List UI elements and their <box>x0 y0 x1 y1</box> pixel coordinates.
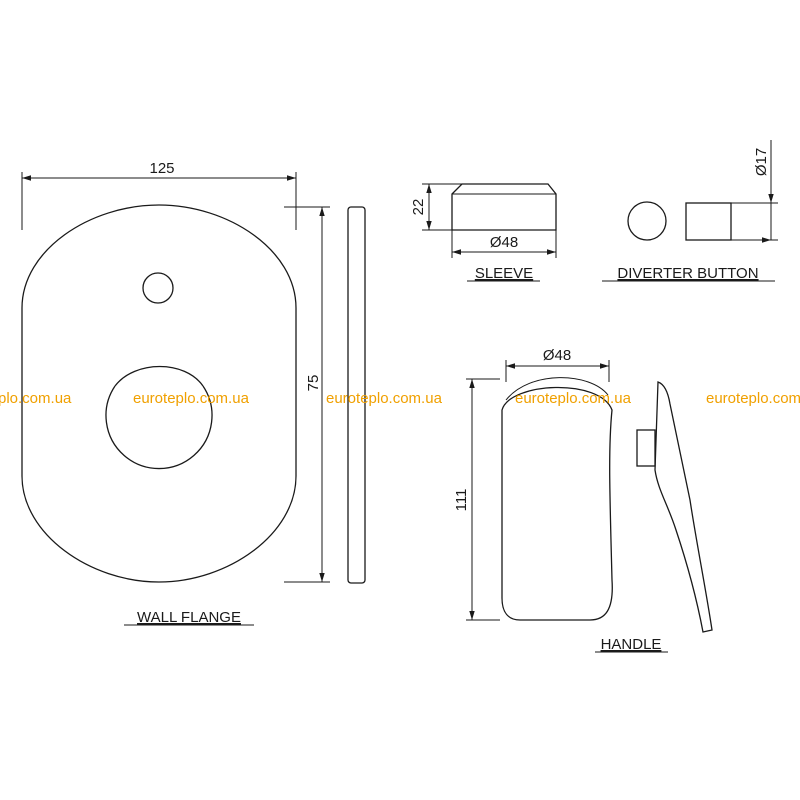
handle-top-detail <box>505 377 609 401</box>
sleeve-diameter-value: Ø48 <box>490 234 518 251</box>
diverter-button-front <box>627 201 667 241</box>
handle-side-view <box>654 381 713 633</box>
sleeve-group: 22 Ø48 SLEEVE <box>410 183 557 282</box>
watermark-text: euroteplo.com.ua <box>706 390 800 407</box>
handle-front-view <box>501 386 613 621</box>
wall-flange-label: WALL FLANGE <box>137 609 241 626</box>
flange-small-hole <box>142 272 174 304</box>
watermark-text: euroteplo.com.ua <box>515 390 632 407</box>
flange-height-value: 75 <box>305 375 322 392</box>
watermark-text: plo.com.ua <box>0 390 72 407</box>
sleeve-label: SLEEVE <box>475 265 533 282</box>
sleeve-height-value: 22 <box>410 199 427 216</box>
handle-label: HANDLE <box>601 636 662 653</box>
flange-center-cutout-top <box>114 366 204 387</box>
flange-center-cutout <box>105 385 213 470</box>
handle-group: Ø48 111 HANDLE <box>453 347 713 653</box>
watermark-row: plo.com.ua euroteplo.com.ua euroteplo.co… <box>0 390 800 407</box>
handle-side-mount <box>636 429 656 467</box>
flange-width-value: 125 <box>149 160 174 177</box>
diverter-diameter-value: Ø17 <box>753 148 770 176</box>
wall-flange-group: 125 75 WALL FLANGE <box>21 160 366 626</box>
watermark-text: euroteplo.com.ua <box>326 390 443 407</box>
diverter-button-group: Ø17 DIVERTER BUTTON <box>602 140 778 282</box>
watermark-text: euroteplo.com.ua <box>133 390 250 407</box>
handle-height-value: 111 <box>453 489 470 512</box>
diverter-button-side <box>685 202 732 241</box>
handle-width-value: Ø48 <box>543 347 571 364</box>
wall-flange-outline <box>21 204 297 583</box>
sleeve-shape <box>451 183 557 231</box>
diverter-button-label: DIVERTER BUTTON <box>617 265 758 282</box>
flange-side-profile <box>347 206 366 584</box>
